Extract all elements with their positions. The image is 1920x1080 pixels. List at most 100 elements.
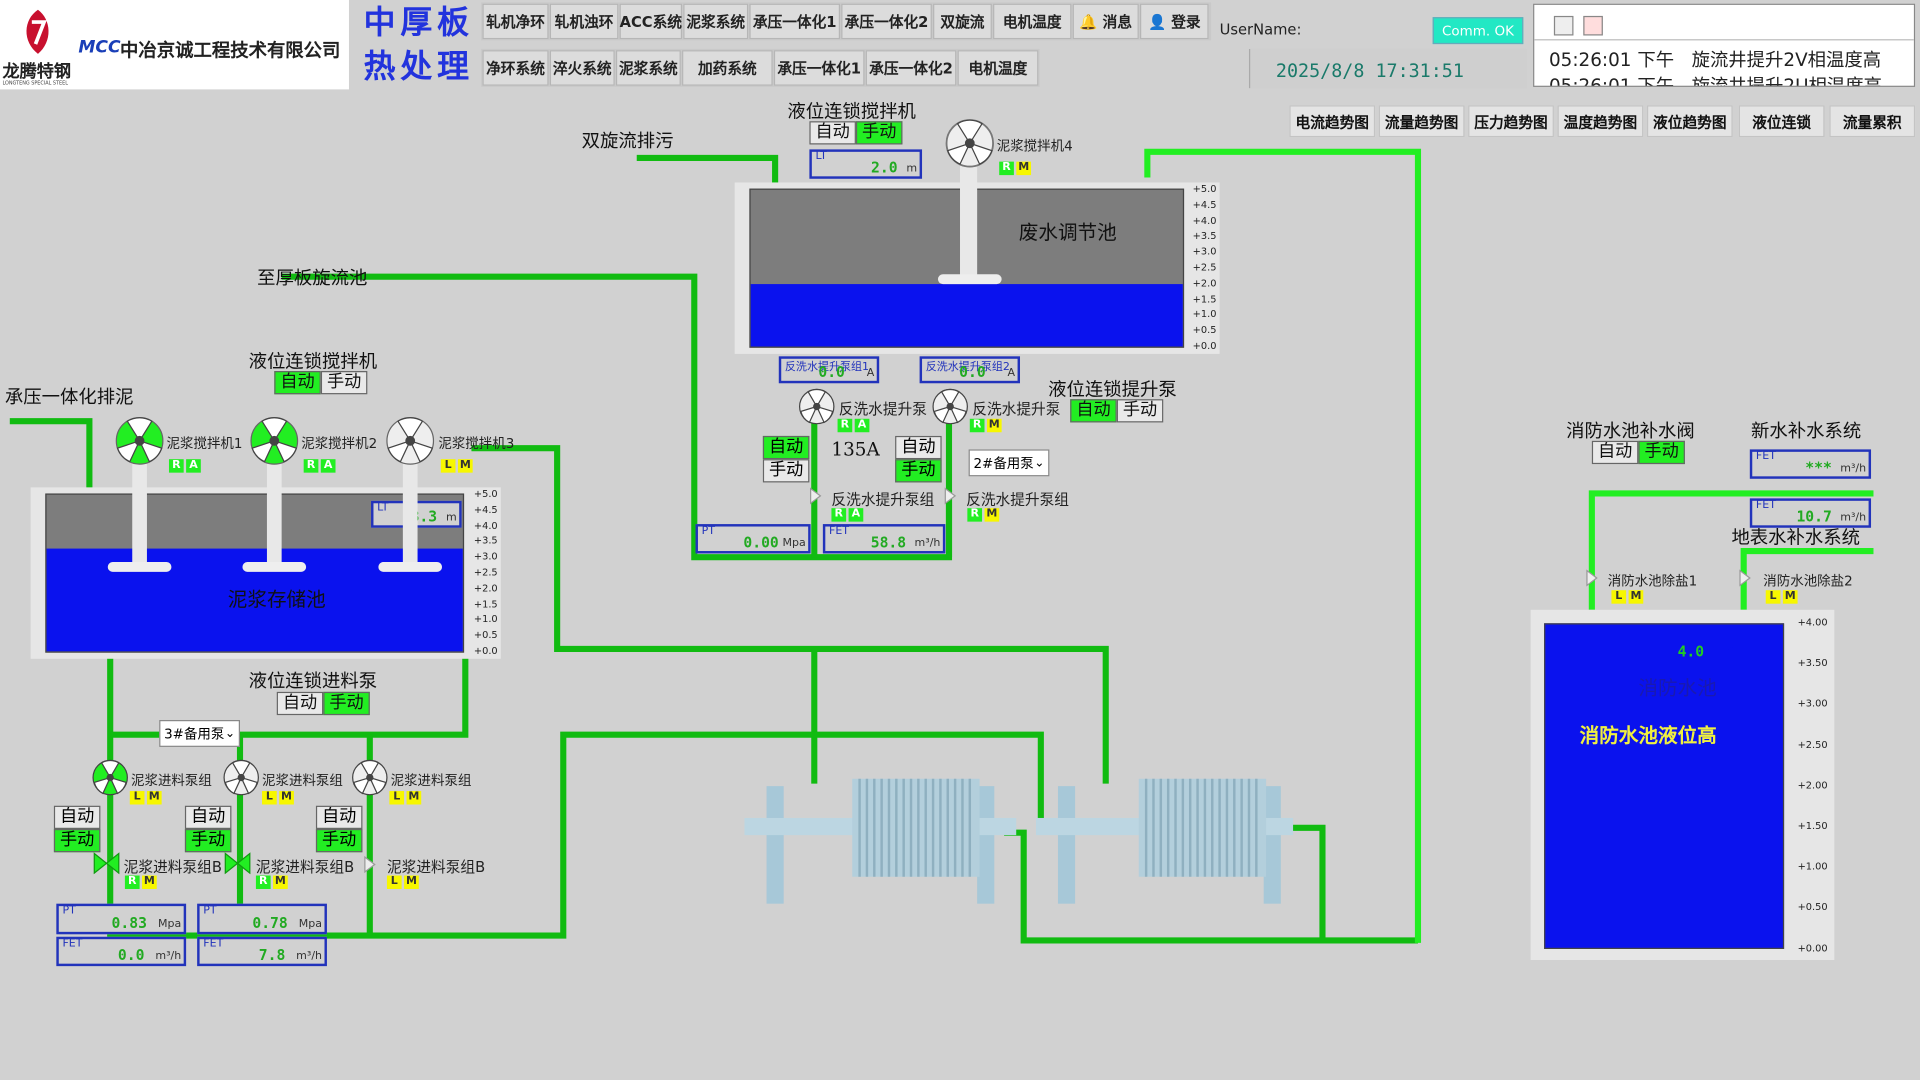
nav-chengya-2[interactable]: 承压一体化2 — [841, 3, 932, 40]
auto-button[interactable]: 自动 — [895, 435, 942, 460]
feed-spare-select[interactable]: 3#备用泵⌄ — [159, 720, 241, 747]
nav-motor-temp-2[interactable]: 电机温度 — [957, 50, 1039, 86]
fet-unit: m³/h — [155, 950, 182, 963]
backwash-mode-1[interactable]: 自动 手动 — [762, 435, 810, 483]
scale-tick: +3.5 — [473, 535, 498, 547]
valve-icon[interactable] — [1585, 569, 1600, 587]
lift-mode[interactable]: 自动 手动 — [1070, 399, 1164, 423]
auto-button[interactable]: 自动 — [1070, 399, 1117, 423]
manual-button[interactable]: 手动 — [1116, 399, 1164, 423]
pt-value: 0.78 — [252, 914, 288, 932]
pt-unit: Mpa — [298, 918, 323, 931]
scale-tick: +3.0 — [473, 551, 498, 563]
feed-mode[interactable]: 自动 手动 — [276, 691, 370, 716]
nav-login[interactable]: 👤登录 — [1140, 3, 1209, 40]
auto-button[interactable]: 自动 — [809, 121, 856, 145]
valve-icon[interactable] — [1738, 569, 1753, 587]
manual-button[interactable]: 手动 — [320, 371, 368, 395]
level-interlock[interactable]: 液位连锁 — [1738, 105, 1825, 138]
nav-chengya-4[interactable]: 承压一体化2 — [865, 50, 957, 86]
nav-zhaji-zhuohuan[interactable]: 轧机浊环 — [549, 3, 619, 40]
mixer1-blade — [107, 562, 172, 572]
fan-icon[interactable] — [351, 759, 388, 796]
trend-temperature[interactable]: 温度趋势图 — [1557, 105, 1644, 138]
auto-button[interactable]: 自动 — [53, 805, 101, 829]
fan-icon[interactable] — [932, 388, 969, 425]
mixer-top-mode[interactable]: 自动 手动 — [809, 121, 903, 145]
fet-label: FET — [1755, 499, 1776, 512]
scale-tick: +3.5 — [1192, 230, 1217, 242]
scale-tick: +0.5 — [1192, 324, 1217, 336]
longteng-logo-icon — [26, 9, 49, 54]
scale-tick: +1.5 — [473, 598, 498, 610]
nav-chengya-1[interactable]: 承压一体化1 — [749, 3, 841, 40]
group2-value: 0.0 — [959, 363, 986, 381]
backwash-mode-2[interactable]: 自动 手动 — [895, 435, 942, 483]
flow-accumulate[interactable]: 流量累积 — [1829, 105, 1916, 138]
nav-slurry-2[interactable]: 泥浆系统 — [615, 50, 681, 86]
trend-level[interactable]: 液位趋势图 — [1646, 105, 1733, 138]
manual-button[interactable]: 手动 — [315, 828, 363, 853]
valve-icon[interactable] — [93, 852, 120, 875]
nav-motor-temp-1[interactable]: 电机温度 — [993, 3, 1072, 40]
nav-jinghuan[interactable]: 净环系统 — [482, 50, 549, 86]
lt-unit: m — [445, 511, 457, 525]
nav-shuangxuan[interactable]: 双旋流 — [933, 3, 992, 40]
auto-button[interactable]: 自动 — [762, 435, 810, 460]
manual-button[interactable]: 手动 — [53, 828, 101, 853]
auto-button[interactable]: 自动 — [315, 805, 363, 829]
nav-acc[interactable]: ACC系统 — [619, 3, 683, 40]
trend-flow[interactable]: 流量趋势图 — [1378, 105, 1465, 138]
manual-button[interactable]: 手动 — [855, 121, 903, 145]
scale-tick: +4.0 — [473, 519, 498, 531]
mixer-left-mode[interactable]: 自动 手动 — [274, 371, 368, 395]
auto-button[interactable]: 自动 — [274, 371, 321, 395]
nav-zhaji-jinghuan[interactable]: 轧机净环 — [482, 3, 549, 40]
auto-button[interactable]: 自动 — [1591, 440, 1639, 465]
nav-message[interactable]: 🔔消息 — [1072, 3, 1139, 40]
nav-slurry-1[interactable]: 泥浆系统 — [683, 3, 749, 40]
manual-button[interactable]: 手动 — [1638, 440, 1685, 465]
fan-icon[interactable] — [945, 119, 994, 168]
fan-icon[interactable] — [92, 759, 129, 796]
backwash-spare-select[interactable]: 2#备用泵⌄ — [968, 449, 1050, 477]
fan-icon[interactable] — [250, 416, 299, 465]
pipe-feed-bus — [107, 657, 1044, 939]
valve-icon[interactable] — [808, 487, 823, 505]
fan-icon[interactable] — [223, 759, 260, 796]
manual-button[interactable]: 手动 — [323, 691, 370, 716]
nav-dosing[interactable]: 加药系统 — [682, 50, 773, 86]
fet-label: FET — [1755, 450, 1776, 463]
new-water-fet-meter: FET *** m³/h — [1749, 449, 1872, 479]
pt-label: PT — [62, 904, 76, 918]
alarm-panel: 05:26:01 下午 旋流井提升2V相温度高 05:26:01 下午 旋流井提… — [1533, 3, 1916, 87]
fire-valve-mode[interactable]: 自动 手动 — [1591, 440, 1685, 465]
pipe-surface-2 — [1740, 547, 1874, 610]
trend-pressure[interactable]: 压力趋势图 — [1468, 105, 1554, 138]
wastewater-scale: +5.0 +4.5 +4.0 +3.5 +3.0 +2.5 +2.0 +1.5 … — [1192, 184, 1217, 357]
trend-current[interactable]: 电流趋势图 — [1289, 105, 1376, 138]
ack-icon[interactable] — [1553, 15, 1574, 36]
auto-button[interactable]: 自动 — [184, 805, 232, 829]
ack-all-icon[interactable] — [1583, 15, 1603, 36]
manual-button[interactable]: 手动 — [762, 459, 810, 483]
fan-icon[interactable] — [798, 388, 835, 425]
manual-button[interactable]: 手动 — [184, 828, 232, 853]
feed-mode-2[interactable]: 自动 手动 — [184, 805, 232, 853]
manual-button[interactable]: 手动 — [895, 459, 942, 483]
feed-mode-3[interactable]: 自动 手动 — [315, 805, 363, 853]
fan-icon[interactable] — [115, 416, 164, 465]
nav-chengya-3[interactable]: 承压一体化1 — [773, 50, 865, 86]
auto-button[interactable]: 自动 — [276, 691, 324, 716]
nav-cuihuo[interactable]: 淬火系统 — [549, 50, 615, 86]
valve-icon[interactable] — [943, 487, 958, 505]
valve-icon[interactable] — [224, 852, 251, 875]
valve-icon[interactable] — [362, 855, 377, 874]
status-m: M — [1016, 161, 1032, 176]
fan-icon[interactable] — [386, 416, 435, 465]
fet-label: FET — [828, 525, 850, 538]
feed-mode-1[interactable]: 自动 手动 — [53, 805, 101, 853]
feed-fet2-meter: FET 7.8 m³/h — [197, 936, 327, 967]
